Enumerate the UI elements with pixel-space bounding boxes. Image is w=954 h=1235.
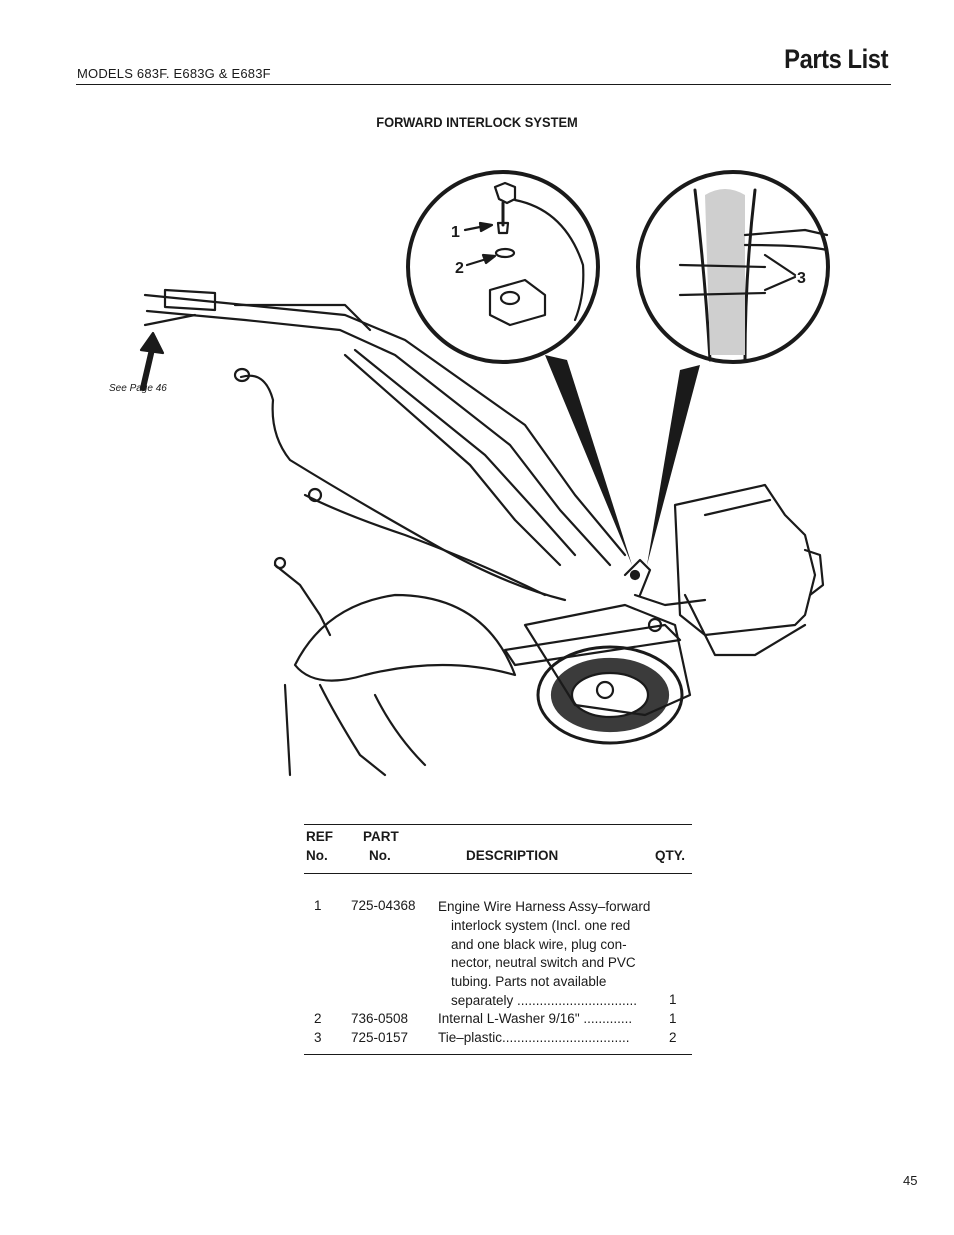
forward-interlock-diagram: 1 2 3	[105, 155, 865, 795]
table-header: REF No. PART No. DESCRIPTION QTY.	[304, 825, 692, 873]
row-1-description-line: separately .............................…	[451, 992, 638, 1008]
callout-2: 2	[455, 260, 464, 277]
row-2-description: Internal L-Washer 9/16" .............	[438, 1011, 633, 1026]
row-1-description: Engine Wire Harness Assy–forward interlo…	[438, 898, 650, 1011]
see-page-note: See Page 46	[109, 383, 167, 394]
table-body: 1 725-04368 Engine Wire Harness Assy–for…	[304, 874, 692, 1054]
row-1-qty: 1	[669, 992, 677, 1007]
row-1-description-line: interlock system (Incl. one red	[451, 917, 631, 933]
row-3-description: Tie–plastic.............................…	[438, 1030, 630, 1045]
tine-hood-drawing	[273, 556, 517, 777]
page-number: 45	[903, 1173, 918, 1188]
header-part-2: No.	[369, 848, 391, 863]
table-header-rule	[304, 873, 692, 874]
row-1-description-line: nector, neutral switch and PVC	[451, 955, 636, 971]
cable-drawing	[233, 367, 567, 602]
arrow-drawing	[139, 331, 165, 391]
detail-circle-ties: 3	[636, 170, 830, 364]
header-divider	[76, 84, 891, 85]
callout-1: 1	[451, 224, 460, 241]
header-ref-1: REF	[306, 829, 333, 844]
row-1-ref: 1	[314, 898, 322, 913]
detail-leader-drawing	[545, 355, 700, 565]
transmission-drawing	[503, 603, 692, 717]
row-1-part: 725-04368	[351, 898, 416, 913]
engine-drawing	[673, 483, 825, 657]
row-1-description-line: Engine Wire Harness Assy–forward	[438, 899, 651, 914]
callout-3: 3	[797, 270, 806, 287]
row-2-ref: 2	[314, 1011, 322, 1026]
row-2-part: 736-0508	[351, 1011, 409, 1026]
page-title: Parts List	[784, 44, 888, 74]
handlebar-drawing	[143, 288, 627, 567]
row-3-ref: 3	[314, 1030, 322, 1045]
table-bottom-rule	[304, 1054, 692, 1055]
row-2-qty: 1	[669, 1011, 677, 1026]
depth-bar-drawing	[283, 683, 292, 777]
header-part-1: PART	[363, 829, 399, 844]
row-3-part: 725-0157	[351, 1030, 409, 1045]
parts-table: REF No. PART No. DESCRIPTION QTY. 1 725-…	[304, 824, 692, 1055]
row-1-description-line: and one black wire, plug con-	[451, 936, 627, 952]
header-ref-2: No.	[306, 848, 328, 863]
neutral-switch-drawing	[623, 558, 707, 607]
header-description: DESCRIPTION	[466, 848, 559, 863]
table-top-rule	[304, 824, 692, 825]
header-models: MODELS 683F. E683G & E683F	[77, 66, 271, 81]
detail-circle-washer: 1 2	[406, 170, 600, 364]
row-3-qty: 2	[669, 1030, 677, 1045]
section-title: FORWARD INTERLOCK SYSTEM	[376, 114, 578, 130]
row-1-description-line: tubing. Parts not available	[451, 974, 607, 990]
header-qty: QTY.	[655, 848, 686, 863]
